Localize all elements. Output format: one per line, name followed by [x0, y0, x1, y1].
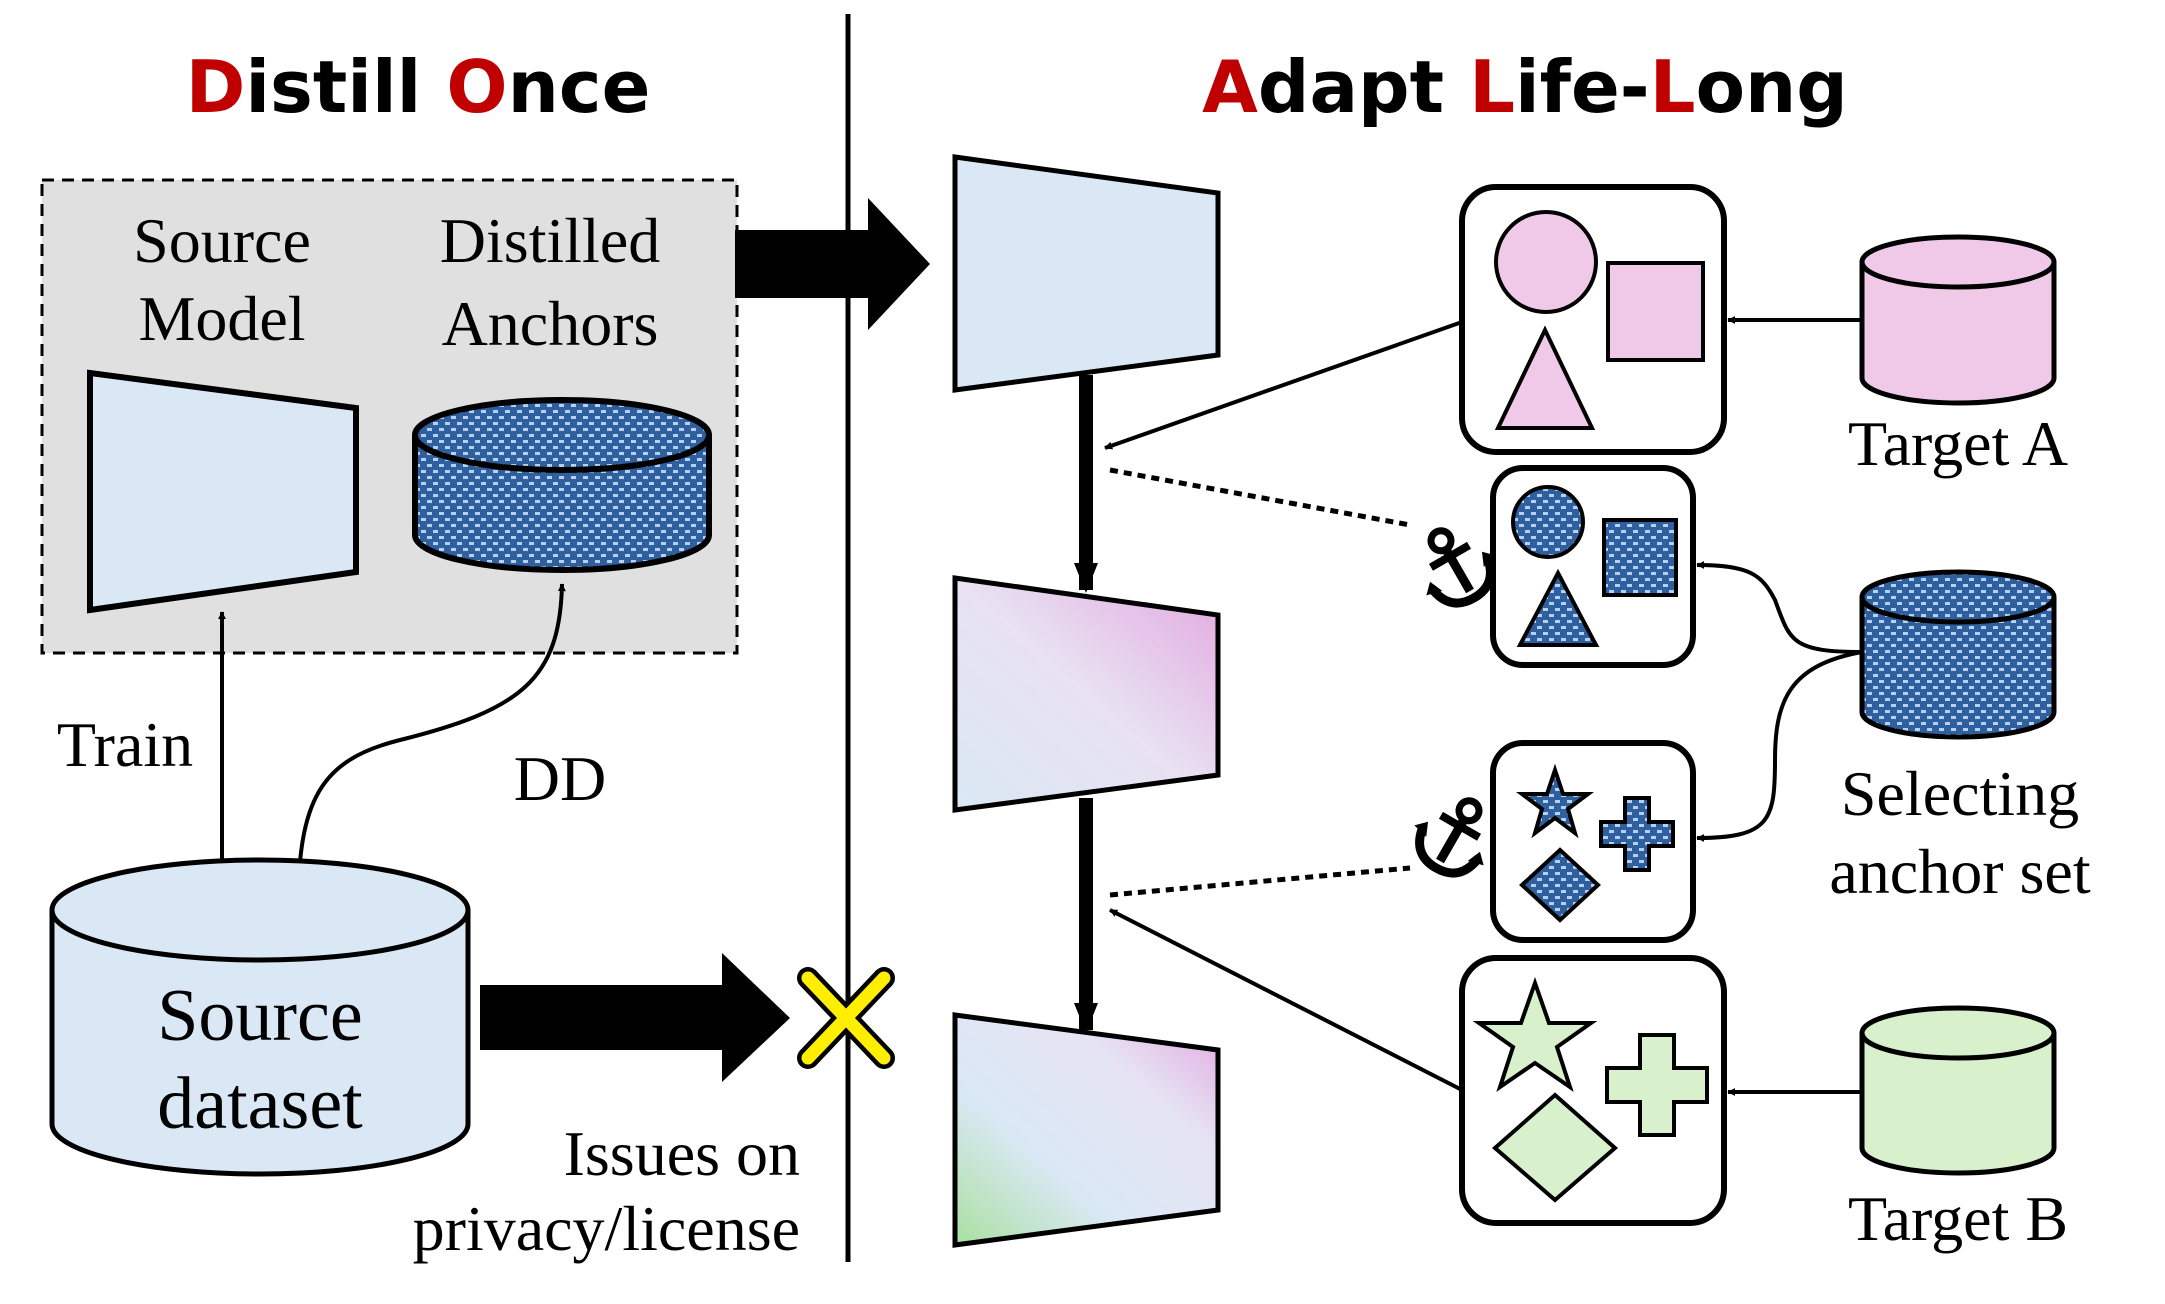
target-b-samples-box	[1459, 955, 1727, 1226]
target-a-to-model-arrow	[1104, 320, 1463, 450]
distill-to-adapt-arrow	[735, 198, 930, 330]
selected-anchor-cylinder	[1859, 569, 2057, 740]
source-dataset-label-2: dataset	[157, 1063, 363, 1145]
anchor-set-1-box	[1490, 465, 1696, 668]
selecting-anchor-label: Selecting	[1841, 758, 2079, 829]
distilled-anchors-label: Distilled	[440, 205, 660, 276]
target-b-label: Target B	[1848, 1183, 2068, 1254]
dd-arrow	[296, 583, 566, 913]
source-model-label: Source	[133, 205, 311, 276]
source-model-label-2: Model	[138, 283, 305, 354]
model-stage-1	[952, 154, 1221, 393]
selecting-anchor-label-2: anchor set	[1829, 836, 2090, 907]
distilled-anchors-label-2: Anchors	[442, 288, 659, 359]
target-b-cylinder	[1859, 1005, 2057, 1176]
source-dataset-cylinder	[49, 857, 471, 1177]
dd-label: DD	[514, 743, 606, 814]
title-distill-once: Distill Once	[186, 45, 651, 129]
blocked-cross-icon	[797, 967, 895, 1069]
train-label: Train	[57, 709, 193, 780]
blocked-transfer-arrow	[480, 953, 790, 1082]
anchor-link-1	[1109, 467, 1411, 528]
source-model-shape	[87, 369, 359, 614]
model-stage-2	[952, 575, 1221, 813]
target-a-samples-box	[1459, 184, 1727, 455]
target-a-label: Target A	[1848, 408, 2068, 479]
select-anchor-arrow-2	[1696, 650, 1863, 842]
title-adapt-life-long: Adapt Life-Long	[1202, 45, 1848, 129]
anchor-link-2	[1109, 865, 1411, 898]
target-a-cylinder	[1859, 234, 2057, 406]
source-dataset-label: Source	[157, 975, 363, 1057]
distilled-anchors-cylinder	[412, 397, 712, 573]
select-anchor-arrow-1	[1696, 561, 1863, 654]
issues-label-2: privacy/license	[413, 1193, 800, 1264]
issues-label: Issues on	[564, 1118, 800, 1189]
anchor-set-2-box	[1490, 740, 1696, 943]
target-b-to-model-arrow	[1109, 908, 1463, 1092]
model-stage-3	[952, 1012, 1221, 1248]
